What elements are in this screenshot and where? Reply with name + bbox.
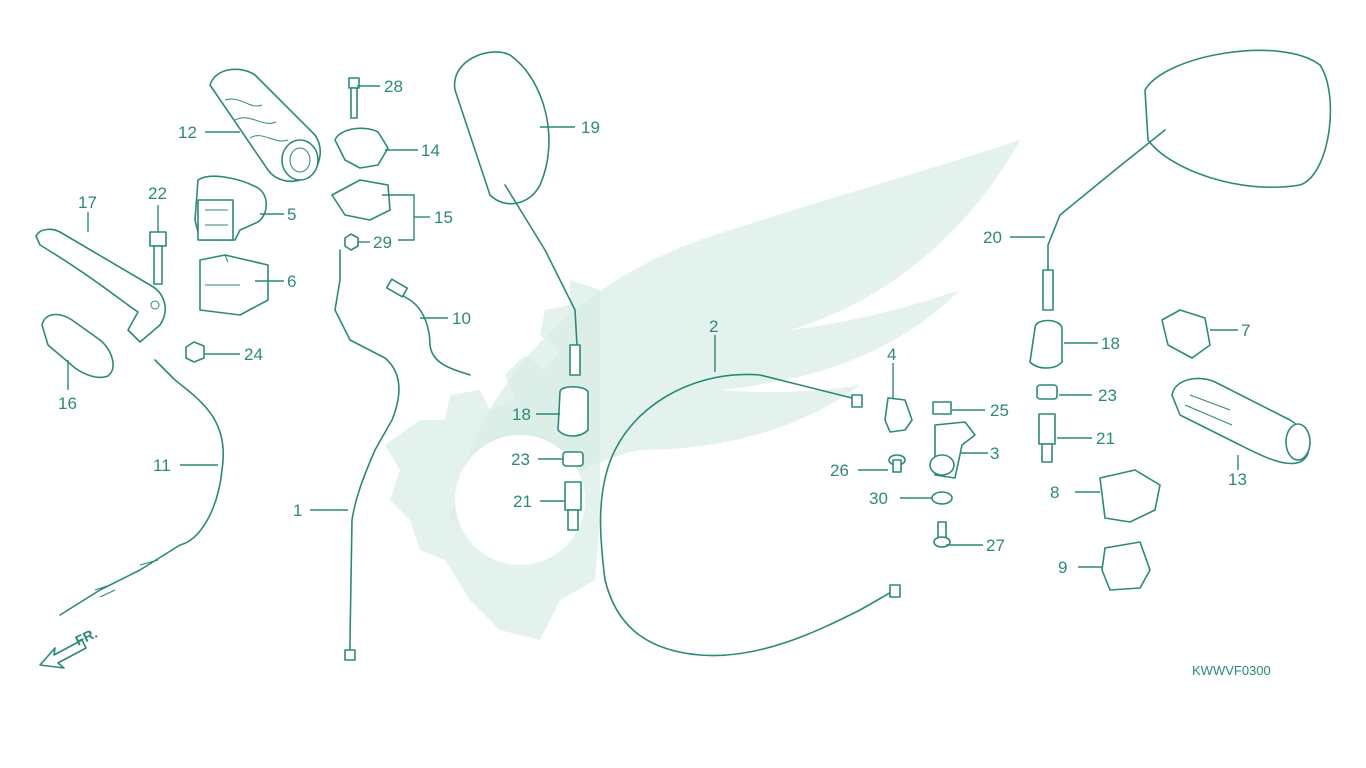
part-17-lever — [35, 228, 166, 343]
part-10-wire — [385, 278, 471, 376]
leader-lines — [67, 85, 1239, 568]
callout-6: 6 — [287, 272, 296, 291]
part-21-bolt-left — [564, 481, 582, 531]
callout-14: 14 — [421, 141, 440, 160]
callout-16: 16 — [58, 394, 77, 413]
part-18-boot-left — [557, 385, 589, 437]
callout-25: 25 — [990, 401, 1009, 420]
callout-24: 24 — [244, 345, 263, 364]
part-27-bolt — [933, 521, 951, 548]
callout-10: 10 — [452, 309, 471, 328]
part-8-switch — [1099, 469, 1161, 523]
part-18-boot-right — [1029, 319, 1063, 369]
callout-4: 4 — [887, 345, 896, 364]
part-11-cable — [59, 359, 225, 616]
callout-labels: 1 2 3 4 5 6 7 8 9 10 11 12 13 14 15 16 1… — [58, 77, 1250, 577]
callout-23-left: 23 — [511, 450, 530, 469]
callout-2: 2 — [709, 317, 718, 336]
part-23-nut-right — [1036, 384, 1058, 400]
part-21-bolt-right — [1038, 413, 1056, 463]
part-30-washer — [931, 491, 953, 505]
callout-7: 7 — [1241, 321, 1250, 340]
part-16-lever-cover — [41, 313, 114, 379]
callout-26: 26 — [830, 461, 849, 480]
callout-9: 9 — [1058, 558, 1067, 577]
callout-22: 22 — [148, 184, 167, 203]
part-25-clip — [932, 401, 952, 415]
callout-3: 3 — [990, 444, 999, 463]
callout-29: 29 — [373, 233, 392, 252]
part-14-housing — [334, 127, 389, 169]
part-24-nut — [185, 341, 205, 363]
callout-19: 19 — [581, 118, 600, 137]
callout-8: 8 — [1050, 483, 1059, 502]
callout-28: 28 — [384, 77, 403, 96]
part-13-grip-right — [1171, 377, 1311, 465]
part-3-bracket — [929, 421, 976, 479]
part-2-cable — [599, 373, 901, 657]
part-9-switch — [1101, 541, 1151, 591]
callout-30: 30 — [869, 489, 888, 508]
part-1-cable — [334, 249, 400, 661]
part-15-housing — [331, 179, 391, 221]
callout-17: 17 — [78, 193, 97, 212]
callout-27: 27 — [986, 536, 1005, 555]
callout-11: 11 — [153, 456, 171, 475]
front-arrow: FR. — [39, 625, 100, 669]
part-19-mirror-left — [453, 51, 581, 376]
callout-21-left: 21 — [513, 492, 532, 511]
callout-5: 5 — [287, 205, 296, 224]
part-23-nut-left — [562, 451, 584, 467]
callout-18-left: 18 — [512, 405, 531, 424]
callout-13: 13 — [1228, 470, 1247, 489]
part-5-switch — [194, 175, 268, 241]
part-6-switch — [199, 254, 269, 316]
part-26-bolt — [888, 454, 906, 473]
part-20-mirror-right — [1042, 49, 1332, 311]
callout-12: 12 — [178, 123, 197, 142]
part-4-bracket — [884, 397, 913, 433]
part-7-switch — [1161, 309, 1211, 359]
front-arrow-label: FR. — [73, 625, 100, 649]
part-12-grip-left — [209, 68, 321, 182]
part-29-nut — [344, 233, 359, 251]
callout-1: 1 — [293, 501, 302, 520]
callout-21-right: 21 — [1096, 429, 1115, 448]
part-22-bolt — [149, 231, 167, 285]
callout-23-right: 23 — [1098, 386, 1117, 405]
diagram-code: KWWVF0300 — [1192, 663, 1271, 678]
callout-15: 15 — [434, 208, 453, 227]
part-28-screw — [348, 77, 360, 119]
watermark-logo — [385, 140, 1020, 640]
callout-18-right: 18 — [1101, 334, 1120, 353]
callout-20: 20 — [983, 228, 1002, 247]
